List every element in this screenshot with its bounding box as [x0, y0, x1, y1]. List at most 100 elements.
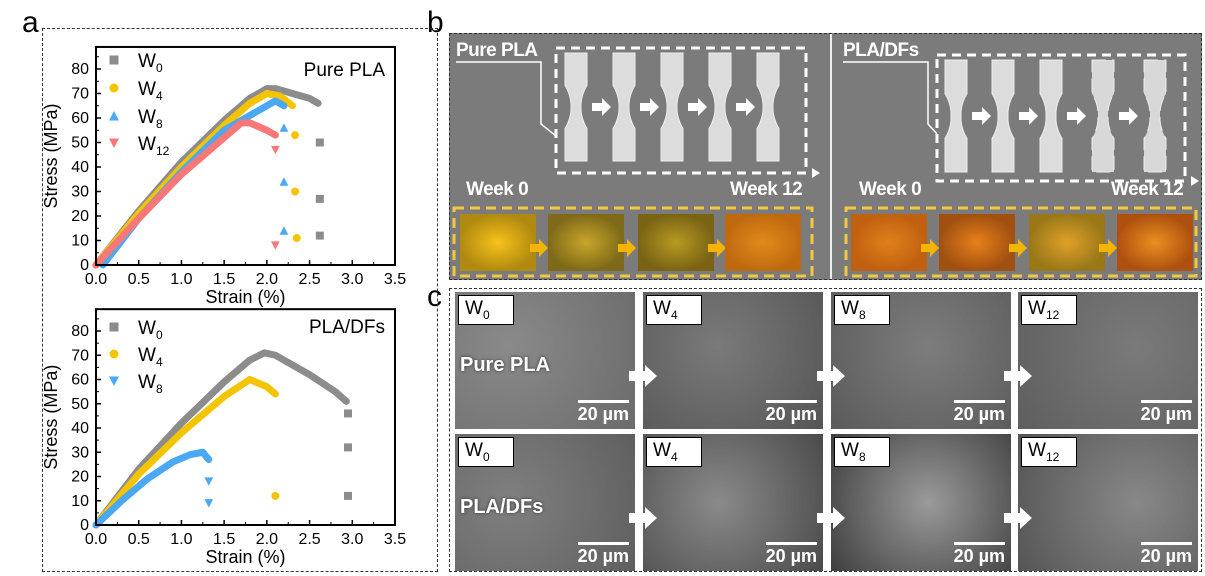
- sem-image: W8 20 µm: [831, 292, 1011, 429]
- x-axis-label: Strain (%): [205, 547, 285, 567]
- series-W12: [92, 119, 280, 269]
- week-label: W12: [1021, 437, 1077, 467]
- arrow-right-icon: [708, 239, 726, 257]
- scale-bar: 20 µm: [577, 400, 629, 425]
- y-tick-label: 80: [71, 61, 89, 78]
- marker-circle: [271, 491, 280, 500]
- marker-square: [315, 138, 324, 147]
- arrow-right-icon: [1004, 507, 1032, 529]
- dogbone-specimen: [612, 52, 636, 162]
- sem-image: W12 20 µm: [1018, 292, 1198, 429]
- arrow-right-icon: [1004, 365, 1032, 387]
- marker-circle: [292, 234, 301, 243]
- x-tick-label: 2.5: [298, 531, 320, 548]
- arrow-shape: [1004, 507, 1032, 529]
- week-label: W4: [646, 295, 702, 325]
- panel-b-pla-dfs: PLA/DFs Week 0 Week 12: [833, 34, 1203, 281]
- series-curve: [92, 85, 322, 269]
- time-arrow-icon: [1191, 176, 1199, 186]
- sample-title: PLA/DFs: [843, 40, 919, 61]
- optical-micrograph: [1029, 214, 1105, 271]
- marker-triangle-up: [109, 111, 119, 121]
- x-tick-label: 0.0: [85, 271, 107, 288]
- arrow-right-icon: [1099, 239, 1117, 257]
- marker-square: [344, 443, 353, 452]
- y-tick-label: 40: [71, 159, 89, 176]
- sem-image: W4 20 µm: [643, 434, 823, 571]
- marker-circle: [109, 349, 119, 359]
- panel-b-pure-pla: Pure PLA Week 0 Week 12: [450, 34, 830, 281]
- sem-image: W0 20 µm: [455, 434, 635, 571]
- white-dashed-box: [554, 46, 808, 175]
- week-label: W8: [834, 437, 890, 467]
- week-label-subscript: 8: [858, 449, 866, 464]
- arrow-shape: [817, 507, 845, 529]
- arrow-right-icon: [921, 239, 939, 257]
- legend-label: W0: [138, 318, 163, 342]
- week-label-base: W: [1028, 298, 1046, 319]
- marker-square: [109, 55, 119, 65]
- arrow-shape: [817, 365, 845, 387]
- legend-subscript: 0: [156, 328, 163, 342]
- sem-image: W8 20 µm: [831, 434, 1011, 571]
- arrow-right-icon: [817, 365, 845, 387]
- y-tick-label: 40: [71, 420, 89, 437]
- sample-title: Pure PLA: [456, 40, 538, 61]
- week-label-subscript: 0: [482, 307, 490, 322]
- x-tick-label: 2.0: [256, 531, 278, 548]
- week-label-base: W: [653, 298, 671, 319]
- week-label-base: W: [465, 298, 483, 319]
- x-tick-label: 0.5: [128, 531, 150, 548]
- y-tick-label: 20: [71, 469, 89, 486]
- arrow-right-icon: [530, 239, 548, 257]
- marker-square: [315, 194, 324, 203]
- marker-square: [344, 409, 353, 418]
- panel-a-frame: [42, 28, 438, 572]
- arrow-right-icon: [629, 365, 657, 387]
- optical-micrograph: [1117, 214, 1193, 271]
- dogbone-specimen: [1039, 59, 1063, 173]
- x-tick-label: 3.5: [384, 531, 406, 548]
- week-label-base: W: [465, 440, 483, 461]
- y-tick-label: 30: [71, 444, 89, 461]
- series-curve: [92, 376, 279, 529]
- marker-triangle-down: [271, 145, 280, 155]
- arrow-right-icon: [688, 98, 707, 116]
- legend-label: W4: [138, 345, 163, 369]
- scale-bar: 20 µm: [765, 400, 817, 425]
- panel-b-specimen-photos: Pure PLA Week 0 Week 12 PLA/DFs Week 0 W…: [449, 33, 1202, 280]
- dogbone-specimen: [756, 52, 780, 162]
- arrow-shape: [629, 365, 657, 387]
- legend-label: W8: [138, 107, 163, 131]
- series-curve: [92, 448, 213, 529]
- panel-divider: [830, 34, 832, 279]
- scale-bar: 20 µm: [1140, 542, 1192, 567]
- arrow-right-icon: [972, 107, 991, 125]
- week-label: W12: [1021, 295, 1077, 325]
- week-label-base: W: [1028, 440, 1046, 461]
- arrow-right-icon: [629, 507, 657, 529]
- row-label: Pure PLA: [460, 354, 551, 376]
- white-dashed-box: [935, 53, 1187, 183]
- marker-triangle-down: [204, 499, 214, 508]
- series-curve: [92, 349, 350, 529]
- pointer-line: [843, 61, 938, 135]
- series-curve: [92, 119, 279, 269]
- x-tick-label: 1.5: [213, 271, 235, 288]
- x-tick-label: 1.5: [213, 531, 235, 548]
- arrow-right-icon: [1019, 107, 1038, 125]
- y-tick-label: 70: [71, 347, 89, 364]
- week-label: W0: [458, 437, 514, 467]
- marker-triangle-up: [279, 226, 289, 235]
- marker-triangle-down: [204, 477, 214, 486]
- arrow-right-icon: [1067, 107, 1086, 125]
- week-label-subscript: 12: [1045, 449, 1060, 464]
- legend-subscript: 0: [156, 61, 163, 75]
- y-tick-label: 60: [71, 110, 89, 127]
- series-W8: [92, 448, 214, 529]
- y-tick-label: 10: [71, 493, 89, 510]
- series-W4: [92, 376, 280, 529]
- optical-micrograph: [725, 214, 801, 271]
- marker-square: [344, 491, 353, 500]
